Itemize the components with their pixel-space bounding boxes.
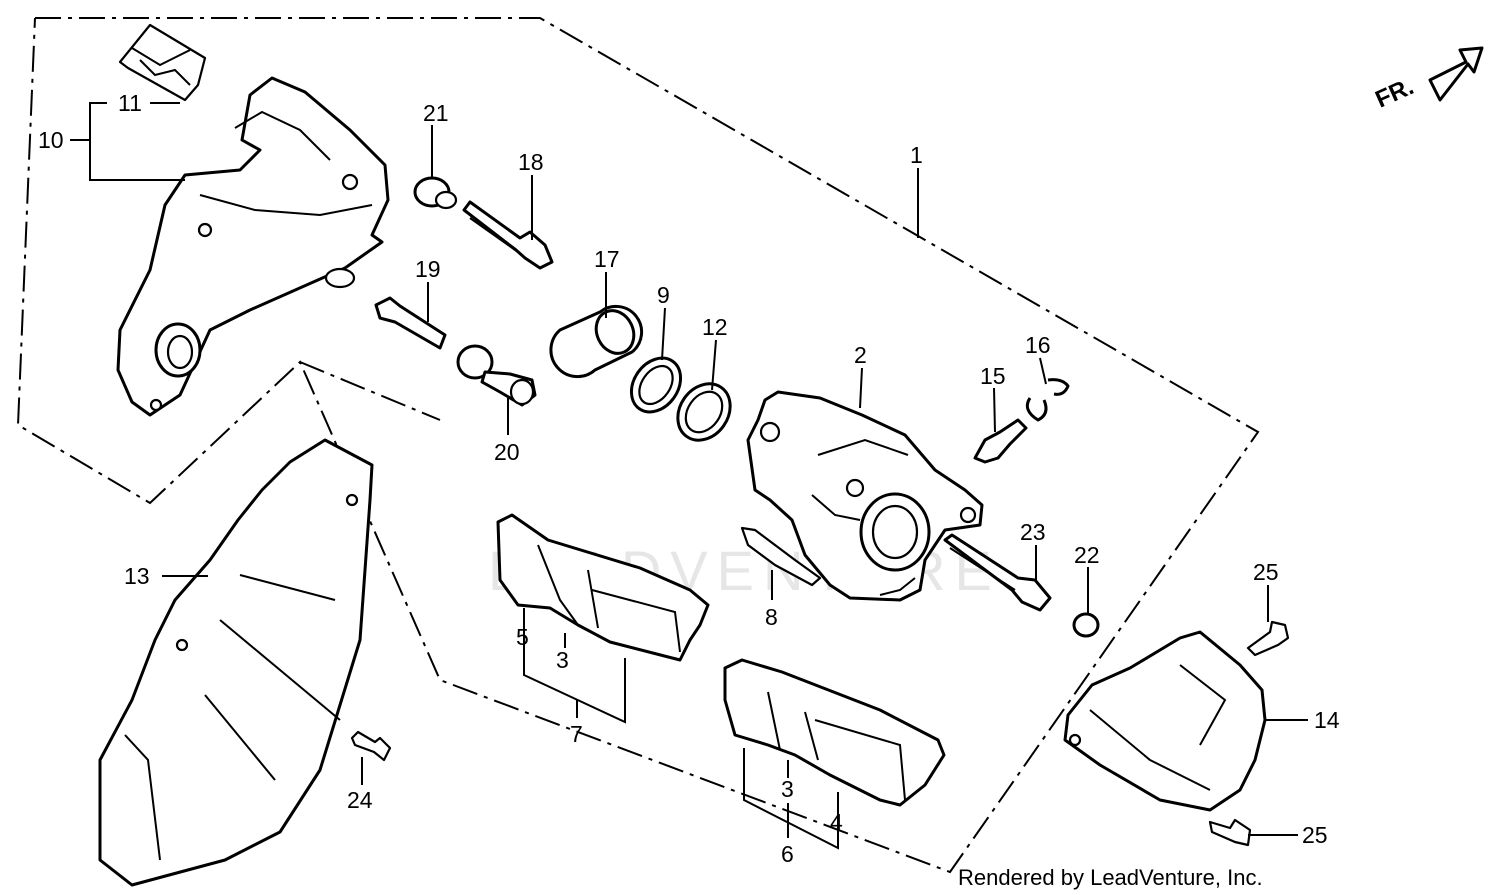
caliper-pin xyxy=(456,344,537,407)
flange-bolt-lower xyxy=(1208,818,1252,847)
callout-8: 8 xyxy=(765,604,778,630)
callout-10: 10 xyxy=(38,127,64,153)
callout-24: 24 xyxy=(347,787,373,813)
hex-nut xyxy=(1072,612,1100,638)
callout-17: 17 xyxy=(594,246,620,272)
dust-seal xyxy=(676,382,732,442)
assembly-boundary-outer xyxy=(16,17,1260,874)
slide-pin-bolt-upper xyxy=(462,200,554,270)
slide-pin-bolt-lower xyxy=(374,296,447,350)
flange-bolt-upper xyxy=(1246,620,1290,657)
caliper-body xyxy=(746,390,984,602)
brake-pad-set-lower xyxy=(723,658,946,807)
callout-9: 9 xyxy=(657,282,670,308)
callout-2: 2 xyxy=(854,342,867,368)
callout-21: 21 xyxy=(423,100,449,126)
callout-20: 20 xyxy=(494,439,520,465)
caliper-piston xyxy=(549,304,644,379)
callout-12: 12 xyxy=(702,314,728,340)
callout-23: 23 xyxy=(1020,519,1046,545)
bleeder-cap-small xyxy=(1025,378,1070,422)
piston-seal xyxy=(629,356,683,414)
callout-6: 6 xyxy=(781,841,794,867)
callout-14: 14 xyxy=(1314,707,1340,733)
screw xyxy=(350,730,392,762)
bleeder-valve xyxy=(973,418,1028,464)
brake-pad-set-upper xyxy=(496,513,710,662)
callout-3-upper: 3 xyxy=(556,647,569,673)
callout-15: 15 xyxy=(980,363,1006,389)
pad-retainer xyxy=(740,526,822,587)
front-direction-indicator: FR. xyxy=(1371,46,1484,113)
callout-1: 1 xyxy=(910,142,923,168)
leader-lines xyxy=(70,102,1308,850)
callout-4: 4 xyxy=(830,809,843,835)
bleeder-cap xyxy=(413,176,458,210)
callout-22: 22 xyxy=(1074,542,1100,568)
callout-5: 5 xyxy=(516,624,529,650)
front-arrow-icon xyxy=(1428,46,1484,102)
slide-pin-bolt xyxy=(943,533,1052,612)
assembly-boundary-inner xyxy=(299,361,441,421)
disc-guard xyxy=(98,438,374,887)
callout-25-upper: 25 xyxy=(1253,559,1279,585)
pad-spring-clip xyxy=(118,23,207,102)
callout-16: 16 xyxy=(1025,332,1051,358)
front-label: FR. xyxy=(1371,73,1417,113)
callout-7: 7 xyxy=(570,721,583,747)
caliper-bracket xyxy=(116,76,390,417)
callout-18: 18 xyxy=(518,149,544,175)
credit-text: Rendered by LeadVenture, Inc. xyxy=(958,865,1263,890)
caliper-guard xyxy=(1063,630,1267,812)
callouts: 1 2 3 3 4 5 6 7 8 9 10 11 12 13 14 15 16… xyxy=(38,90,1340,867)
callout-3-lower: 3 xyxy=(781,776,794,802)
callout-11: 11 xyxy=(118,90,142,116)
callout-25-lower: 25 xyxy=(1302,822,1328,848)
callout-13: 13 xyxy=(124,563,150,589)
callout-19: 19 xyxy=(415,256,441,282)
